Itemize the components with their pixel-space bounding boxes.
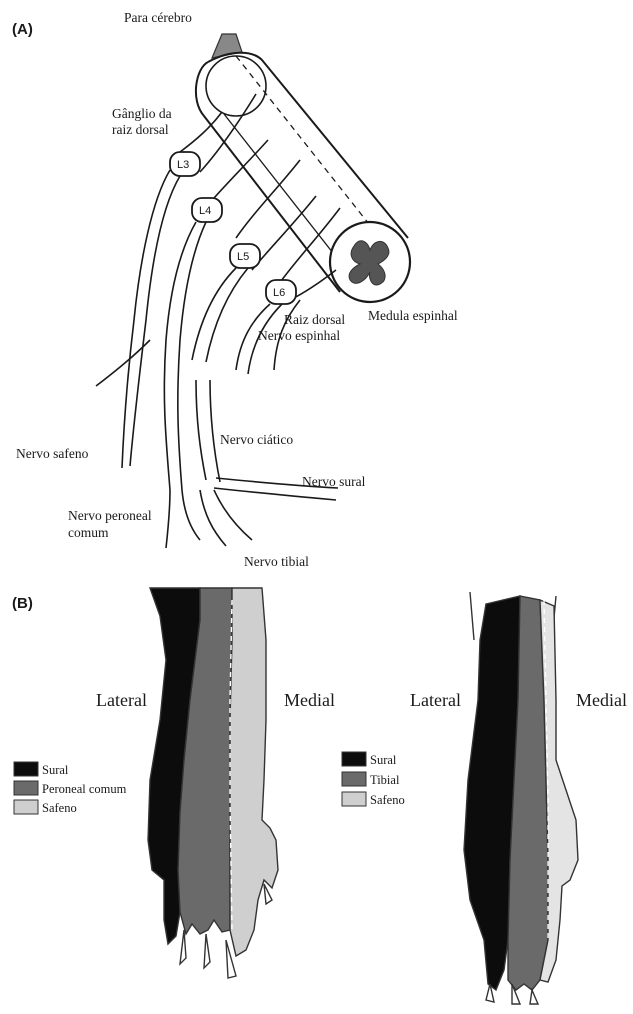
right-legend-label-safeno: Safeno xyxy=(370,793,405,807)
right-medial-label: Medial xyxy=(576,690,627,710)
label-nervo-tibial: Nervo tibial xyxy=(244,554,309,569)
label-nervo-safeno: Nervo safeno xyxy=(16,446,89,461)
spinal-cord xyxy=(196,34,410,302)
left-legend-label-safeno: Safeno xyxy=(42,801,77,815)
label-peroneal-line2: comum xyxy=(68,525,109,540)
left-legend-swatch-peroneal xyxy=(14,781,38,795)
segment-l5: L5 xyxy=(237,251,249,263)
right-legend-label-tibial: Tibial xyxy=(370,773,400,787)
right-legend-label-sural: Sural xyxy=(370,753,397,767)
label-raiz-dorsal: Raiz dorsal xyxy=(284,312,345,327)
label-nervo-ciatico: Nervo ciático xyxy=(220,432,293,447)
left-legend-label-sural: Sural xyxy=(42,763,69,777)
left-limb xyxy=(148,588,278,978)
panel-b-letter: (B) xyxy=(12,595,33,612)
peripheral-nerves xyxy=(96,170,338,548)
left-legend-swatch-safeno xyxy=(14,800,38,814)
left-lateral-label: Lateral xyxy=(96,690,147,710)
label-para-cerebro: Para cérebro xyxy=(124,10,192,25)
right-lateral-label: Lateral xyxy=(410,690,461,710)
label-ganglio-line2: raiz dorsal xyxy=(112,122,169,137)
left-legend: Sural Peroneal comum Safeno xyxy=(14,762,127,815)
segment-l6: L6 xyxy=(273,287,285,299)
right-legend-swatch-tibial xyxy=(342,772,366,786)
label-ganglio-line1: Gânglio da xyxy=(112,106,172,121)
left-legend-swatch-sural xyxy=(14,762,38,776)
right-limb xyxy=(464,592,578,1004)
right-legend-swatch-sural xyxy=(342,752,366,766)
label-peroneal-line1: Nervo peroneal xyxy=(68,508,152,523)
label-nervo-sural: Nervo sural xyxy=(302,474,366,489)
panel-a-letter: (A) xyxy=(12,21,33,38)
segment-l3: L3 xyxy=(177,159,189,171)
left-legend-label-peroneal: Peroneal comum xyxy=(42,782,127,796)
right-legend: Sural Tibial Safeno xyxy=(342,752,405,807)
label-medula: Medula espinhal xyxy=(368,308,458,323)
label-nervo-espinhal: Nervo espinhal xyxy=(258,328,340,343)
segment-l4: L4 xyxy=(199,205,211,217)
right-legend-swatch-safeno xyxy=(342,792,366,806)
ganglia xyxy=(170,152,296,304)
left-medial-label: Medial xyxy=(284,690,335,710)
